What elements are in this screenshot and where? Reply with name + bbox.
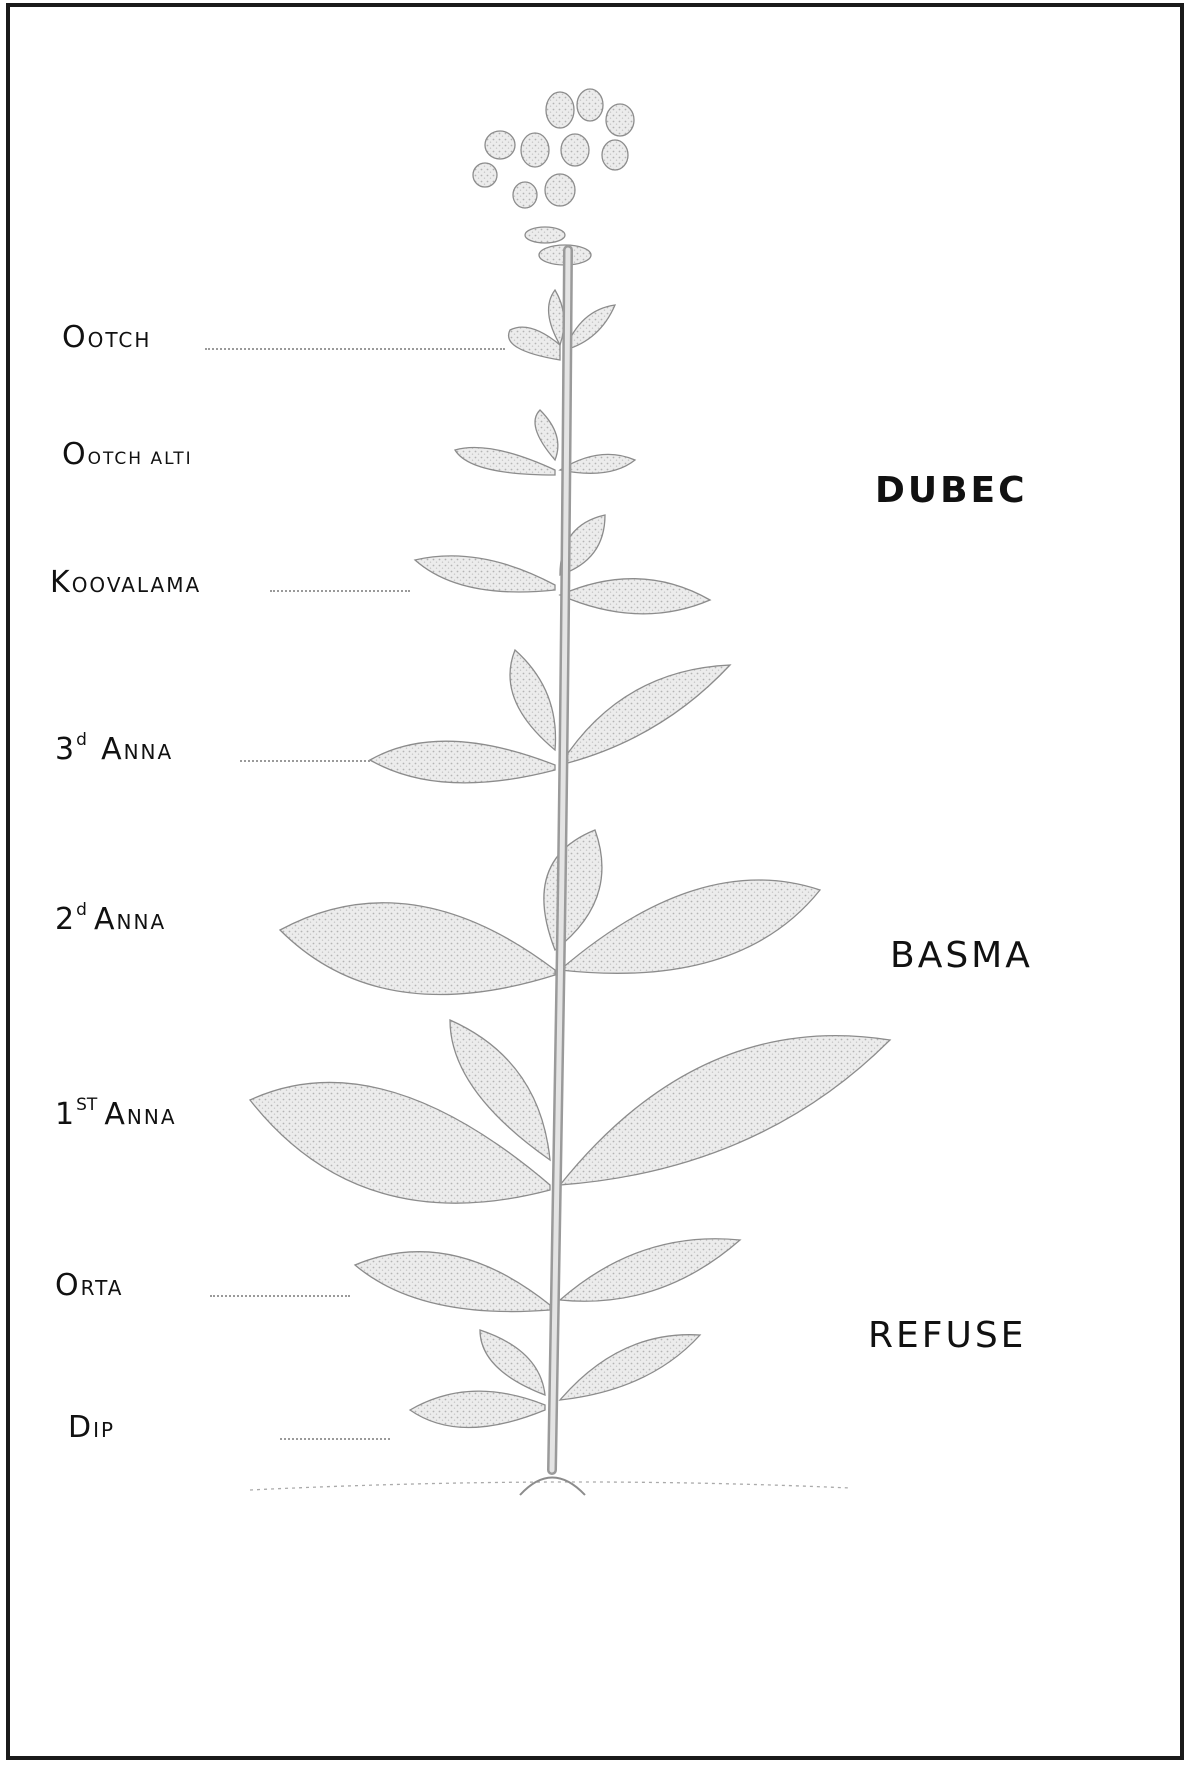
grade-dubec: DUBEC: [875, 470, 1028, 511]
leaf-orta-left: [355, 1252, 550, 1312]
grade-basma: BASMA: [890, 935, 1033, 976]
leaf-orta-right: [560, 1239, 740, 1302]
flower-head: [473, 89, 634, 265]
label-2d-anna: 2d Anna: [55, 900, 166, 937]
leaf-ootch-left: [509, 327, 560, 360]
leaf-ootch-up: [549, 290, 564, 345]
ground-line: [250, 1482, 850, 1490]
grade-refuse: REFUSE: [868, 1315, 1026, 1356]
leaf-ootch-alti-up: [535, 410, 558, 460]
leaf-ootch-alti-left: [455, 448, 555, 476]
label-3d-anna: 3d Anna: [55, 730, 173, 767]
label-orta: Orta: [55, 1268, 123, 1303]
leader-koovalama: [270, 590, 410, 592]
leaf-koovalama-left: [415, 556, 555, 592]
stem-base: [520, 1478, 585, 1496]
leaf-3d-anna-up: [510, 650, 556, 750]
leaf-dip-left: [410, 1391, 545, 1427]
label-1st-anna: 1ST Anna: [55, 1095, 177, 1132]
label-ootch-alti: Ootch alti: [62, 437, 193, 472]
label-ootch: Ootch: [62, 320, 151, 355]
leaf-1st-anna-right: [560, 1036, 890, 1185]
leaf-2d-anna-up: [544, 830, 602, 950]
label-dip: Dip: [68, 1410, 115, 1445]
label-koovalama: Koovalama: [50, 565, 201, 600]
leader-ootch: [205, 348, 505, 350]
leaf-dip-right: [560, 1335, 700, 1400]
leaf-dip-up: [480, 1330, 545, 1395]
leader-dip: [280, 1438, 390, 1440]
leaf-2d-anna-right: [560, 880, 820, 973]
leaf-3d-anna-left: [370, 741, 555, 783]
leader-3d-anna: [240, 760, 370, 762]
leaf-3d-anna-right: [560, 665, 730, 765]
leaf-koovalama-right: [560, 579, 710, 614]
leaf-2d-anna-left: [280, 903, 555, 995]
leader-orta: [210, 1295, 350, 1297]
